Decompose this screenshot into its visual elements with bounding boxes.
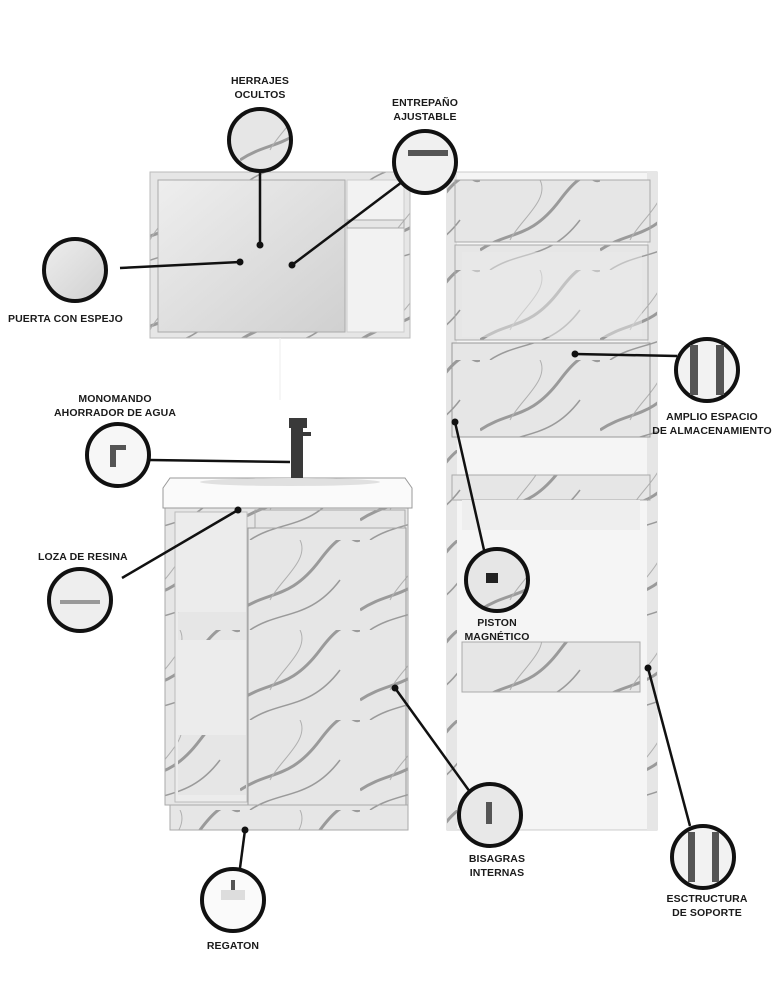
callout-internal-hinges: BISAGRAS INTERNAS: [447, 852, 547, 880]
faucet-detail: [85, 422, 151, 488]
sink-cabinet: [162, 418, 413, 831]
mirror-door: [157, 179, 346, 333]
callout-support-structure: ESCTRUCTURA DE SOPORTE: [652, 892, 762, 920]
adjustable-shelf: [346, 219, 405, 229]
callout-text: DE ALMACENAMIENTO: [652, 425, 772, 437]
cabinet-door: [247, 527, 407, 806]
support-structure-detail: [670, 824, 736, 890]
callout-text: AMPLIO ESPACIO: [666, 411, 758, 423]
callout-hidden-hardware: HERRAJES OCULTOS: [210, 74, 310, 102]
hidden-hardware-detail: [227, 107, 293, 173]
callout-text: DE SOPORTE: [672, 907, 742, 919]
mirror-cabinet: [149, 171, 411, 400]
callout-magnetic-piston: PISTON MAGNÉTICO: [447, 616, 547, 644]
tall-storage-cabinet: [446, 171, 658, 831]
storage-detail: [674, 337, 740, 403]
faucet: [289, 418, 311, 478]
callout-text: ESCTRUCTURA: [666, 893, 748, 905]
callout-mirror-door: PUERTA CON ESPEJO: [8, 312, 123, 326]
callout-text: AHORRADOR DE AGUA: [53, 407, 177, 419]
callout-text: AJUSTABLE: [393, 111, 457, 123]
resin-sink: [162, 477, 413, 509]
callout-text: MAGNÉTICO: [464, 631, 530, 643]
callout-resin-sink: LOZA DE RESINA: [38, 550, 128, 564]
callout-text: ENTREPAÑO: [391, 97, 459, 109]
callout-text: MONOMANDO: [78, 393, 152, 405]
callout-text: HERRAJES: [231, 75, 289, 87]
callout-text: OCULTOS: [234, 89, 286, 101]
drawer-door: [451, 342, 651, 438]
callout-foot-cap: REGATON: [183, 939, 283, 953]
callout-text: BISAGRAS: [468, 853, 526, 865]
callout-faucet: MONOMANDO AHORRADOR DE AGUA: [45, 392, 185, 420]
callout-storage: AMPLIO ESPACIO DE ALMACENAMIENTO: [650, 410, 774, 438]
callout-text: LOZA DE RESINA: [38, 551, 128, 563]
callout-adjustable-shelf: ENTREPAÑO AJUSTABLE: [375, 96, 475, 124]
callout-text: REGATON: [206, 940, 260, 952]
adjustable-shelf-detail: [392, 129, 458, 195]
callout-lines: [119, 172, 692, 869]
callout-text: PUERTA CON ESPEJO: [8, 313, 123, 325]
callout-text: PISTON: [477, 617, 517, 629]
mirror-door-detail: [42, 237, 108, 303]
callout-text: INTERNAS: [469, 867, 525, 879]
